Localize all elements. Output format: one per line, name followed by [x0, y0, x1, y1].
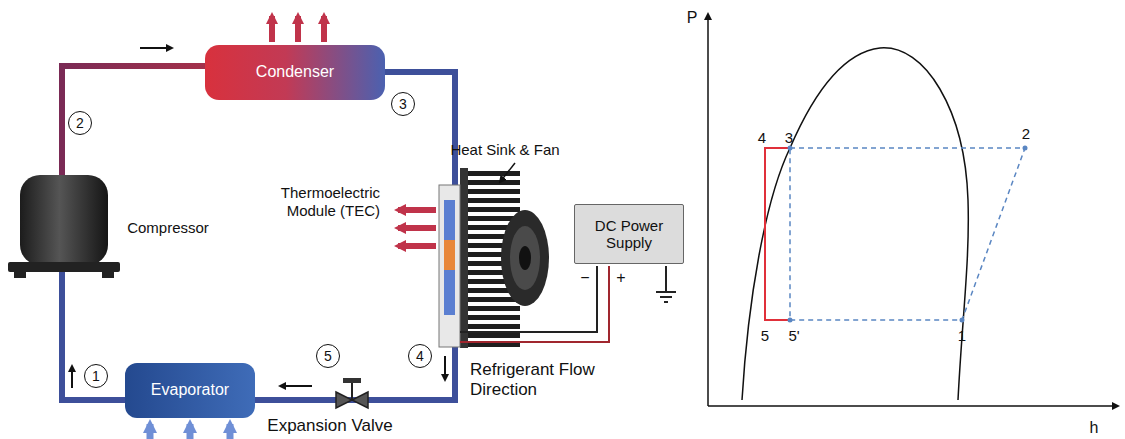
heat-arrow [295, 16, 301, 42]
flow-arrow [71, 366, 73, 388]
callout-number: 2 [68, 111, 92, 135]
evaporator-box: Evaporator [125, 363, 255, 418]
callout-number: 5 [316, 344, 340, 368]
air-arrow [227, 424, 234, 439]
flow-arrow [444, 356, 446, 380]
heat-arrow [398, 225, 436, 231]
node-text: 3 [399, 96, 407, 112]
state-point: 4 [754, 129, 770, 147]
pipe [250, 72, 455, 400]
state-point: 1 [954, 327, 970, 345]
flow-label: Refrigerant Flow Direction [470, 360, 610, 401]
axis-label: h [1086, 418, 1102, 437]
condenser-box: Condenser [205, 45, 385, 100]
ground-symbol [656, 266, 676, 302]
flow-arrow [280, 385, 312, 387]
node-text: 2 [76, 115, 84, 131]
air-arrow [147, 424, 154, 439]
state-point: 5 [757, 327, 773, 345]
wire [460, 266, 609, 342]
node-text: Evaporator [151, 381, 229, 399]
thermoelectric-module [439, 185, 460, 347]
air-arrow [187, 424, 194, 439]
node-text: 5 [324, 348, 332, 364]
callout-number: 1 [84, 364, 108, 388]
pipe [62, 270, 130, 400]
heat-arrow [321, 16, 327, 42]
heat-sink [460, 168, 549, 348]
callout-number: 3 [391, 92, 415, 116]
part-label: Expansion Valve [250, 416, 410, 436]
ph-chart [708, 14, 1118, 406]
axis-label: P [682, 8, 702, 27]
state-point: 5' [784, 327, 804, 345]
part-label: Heat Sink & Fan [435, 141, 575, 159]
power-supply-box: DC Power Supply [574, 204, 684, 264]
callout-number: 4 [408, 344, 432, 368]
node-text: DC Power Supply [575, 217, 683, 251]
node-text: Condenser [256, 63, 334, 81]
heat-arrow [398, 243, 436, 249]
state-point: 3 [781, 129, 797, 147]
node-text: 4 [416, 348, 424, 364]
leader-line [500, 163, 515, 182]
state-point: 2 [1018, 125, 1034, 143]
node-text: 1 [92, 368, 100, 384]
valve-symbol [336, 378, 368, 408]
pipe [62, 66, 210, 175]
wire [460, 266, 597, 332]
flow-arrow [140, 47, 172, 49]
compressor-symbol [8, 175, 120, 278]
part-label: Thermoelectric Module (TEC) [256, 184, 380, 220]
heat-arrow [398, 207, 436, 213]
terminal-label: − [577, 268, 593, 287]
part-label: Compressor [113, 219, 223, 237]
heat-arrow [269, 16, 275, 42]
terminal-label: + [613, 268, 629, 287]
